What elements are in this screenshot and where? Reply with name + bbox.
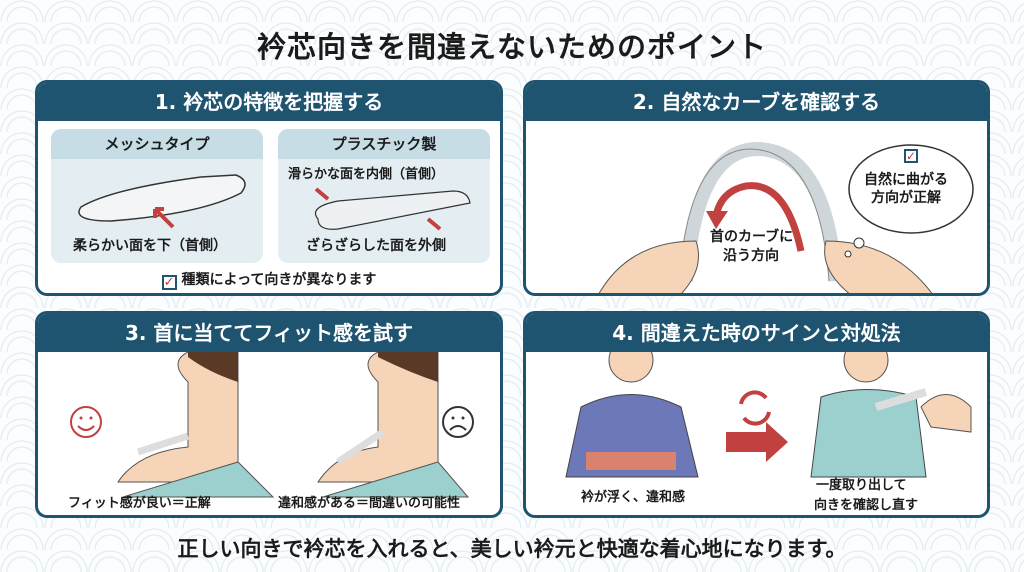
right-arrow-icon [726,422,788,462]
curve-label-1: 首のカーブに [710,229,794,245]
smile-icon [70,406,102,438]
bending-collar-illustration [598,141,974,293]
arrow-icon [426,217,442,231]
mesh-type-card: メッシュタイプ 柔らかい面を下（首側） [51,129,263,263]
plastic-collar-core-illustration [314,187,471,231]
thought-bubble [848,144,974,234]
wrong-sign-label: 衿が浮く、違和感 [581,490,686,505]
person-good-icon [117,352,239,483]
person-bad-icon [317,352,439,483]
plastic-type-card: プラスチック製 滑らかな面を内側（首側） ざらざらした面を外側 [278,129,490,263]
person-fix-icon [843,352,889,383]
arrow-icon [314,187,330,201]
right-hand-icon [824,240,933,293]
bad-fit-label: 違和感がある＝間違いの可能性 [278,496,461,511]
fix-label-1: 一度取り出して [816,478,907,493]
curve-label-2: 沿う方向 [723,248,779,264]
plastic-note-bottom: ざらざらした面を外側 [306,238,446,254]
check-note: ✓ 種類によって向きが異なります [38,269,500,290]
bubble-text-1: 自然に曲がる [864,172,948,188]
checkbox-icon: ✓ [161,275,177,290]
footer-summary: 正しい向きで衿芯を入れると、美しい衿元と快適な着心地になります。 [177,537,847,561]
panel-heading: 2. 自然なカーブを確認する [526,83,987,121]
panel-heading: 4. 間違えた時のサインと対処法 [526,314,987,352]
panel-natural-curve: 2. 自然なカーブを確認する 首のカーブに 沿う方向 ✓ 自然に曲がる 方向が正… [523,80,990,296]
left-hand-icon [598,240,699,293]
fix-illustration [565,352,972,478]
good-fit-label: フィット感が良い＝正解 [68,496,211,511]
swap-icon [739,390,771,426]
plastic-type-label: プラスチック製 [278,129,490,159]
curve-arrow-icon [712,182,805,252]
mesh-note: 柔らかい面を下（首側） [73,238,227,254]
panel-heading: 3. 首に当ててフィット感を試す [38,314,500,352]
fix-label-2: 向きを確認し直す [814,498,919,513]
page-title: 衿芯向きを間違えないためのポイント [256,30,767,64]
panel-signs-and-fix: 4. 間違えた時のサインと対処法 衿が浮く、違和感 一度取り出して 向きを確認し… [523,311,990,518]
frown-icon [442,406,474,438]
panel-heading: 1. 衿芯の特徴を把握する [38,83,500,121]
bubble-text-2: 方向が正解 [871,190,941,206]
fit-test-illustration [70,352,474,498]
panel-characteristics: 1. 衿芯の特徴を把握する メッシュタイプ 柔らかい面を下（首側） プラスチック… [35,80,503,296]
arrow-icon [153,207,175,229]
person-wrong-icon [608,352,654,383]
mesh-type-label: メッシュタイプ [51,129,263,159]
checkbox-icon: ✓ [904,149,918,163]
mesh-collar-core-illustration [78,174,246,229]
check-note-text: 種類によって向きが異なります [181,272,377,288]
panel-fit-test: 3. 首に当ててフィット感を試す フィット感が良い＝正解 違和感がある＝間違いの… [35,311,503,518]
plastic-note-top: 滑らかな面を内側（首側） [288,167,445,182]
